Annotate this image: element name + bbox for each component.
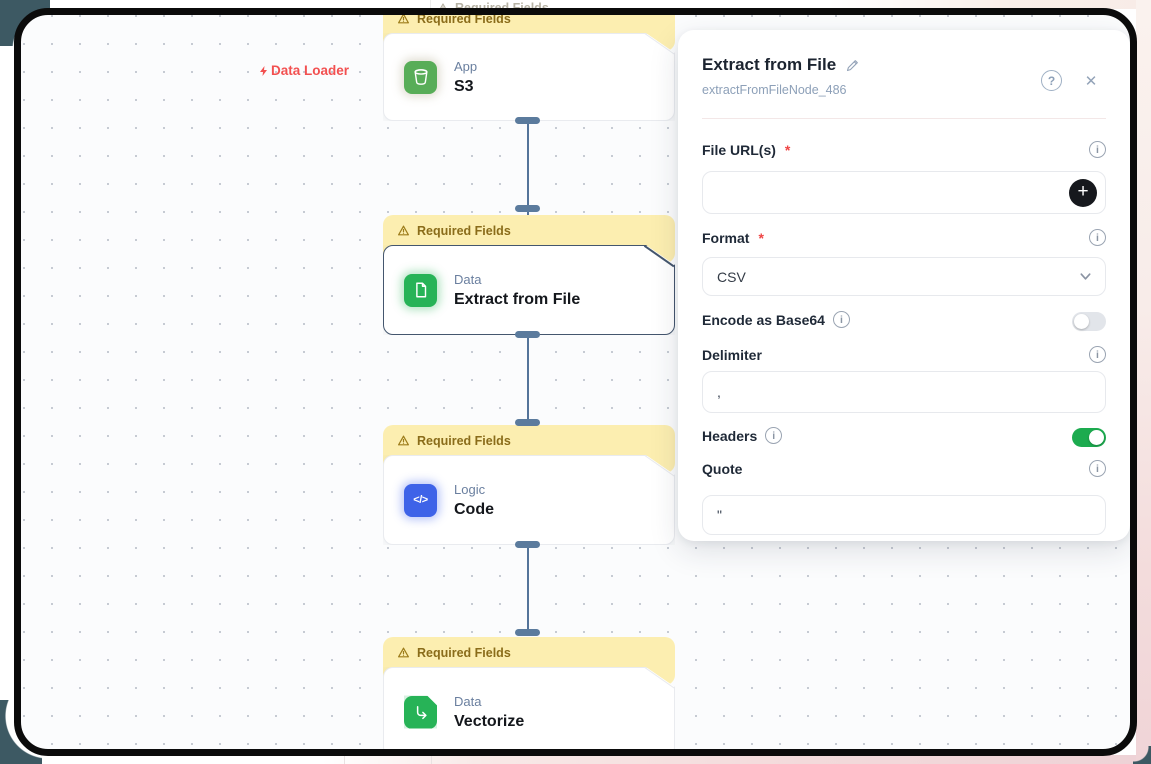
node-category: App: [454, 59, 477, 74]
quote-input[interactable]: [703, 496, 1105, 534]
page-right-strip: [1136, 0, 1151, 764]
close-icon[interactable]: [1081, 71, 1101, 91]
headers-label: Headers: [702, 427, 782, 444]
workflow-node-extract-from-file[interactable]: Data Extract from File: [383, 245, 675, 335]
file-urls-input[interactable]: [703, 172, 1105, 213]
help-icon[interactable]: [1041, 70, 1062, 91]
encode-base64-toggle[interactable]: [1072, 312, 1106, 331]
warning-icon: [397, 15, 410, 25]
warning-icon: [397, 646, 410, 659]
data-loader-label: Data Loader: [258, 63, 349, 78]
info-icon[interactable]: [1089, 229, 1106, 246]
edit-icon[interactable]: [845, 58, 860, 73]
headers-toggle[interactable]: [1072, 428, 1106, 447]
workflow-node-s3[interactable]: App S3: [383, 33, 675, 121]
warning-icon: [397, 434, 410, 447]
file-urls-field: [702, 171, 1106, 214]
edge-connector: [527, 545, 529, 629]
format-select[interactable]: CSV: [702, 257, 1106, 296]
warning-icon: [437, 2, 449, 14]
node-category: Data: [454, 694, 524, 709]
delimiter-label: Delimiter: [702, 347, 762, 363]
panel-title: Extract from File: [702, 55, 836, 75]
node-handle[interactable]: [515, 541, 540, 548]
node-handle[interactable]: [515, 331, 540, 338]
ghost-required-fields-label: Required Fields: [437, 1, 549, 15]
node-title: Extract from File: [454, 291, 580, 309]
page-grid-line: [430, 0, 431, 9]
info-icon[interactable]: [1089, 460, 1106, 477]
node-title: S3: [454, 78, 477, 96]
file-icon: [404, 274, 437, 307]
info-icon[interactable]: [1089, 346, 1106, 363]
edge-connector: [527, 335, 529, 419]
info-icon[interactable]: [833, 311, 850, 328]
node-title: Vectorize: [454, 713, 524, 731]
node-title: Code: [454, 501, 494, 519]
info-icon[interactable]: [765, 427, 782, 444]
page-top-strip: [0, 0, 1151, 9]
plus-icon[interactable]: [1069, 179, 1097, 207]
node-config-panel: Extract from File extractFromFileNode_48…: [678, 30, 1130, 541]
file-urls-label: File URL(s)*: [702, 142, 790, 158]
node-handle[interactable]: [515, 117, 540, 124]
node-category: Data: [454, 272, 580, 287]
node-handle[interactable]: [515, 419, 540, 426]
page-bottom-strip: [0, 755, 1151, 764]
delimiter-input[interactable]: [703, 372, 1105, 412]
code-icon: </>: [404, 484, 437, 517]
bolt-icon: [258, 64, 270, 78]
node-handle[interactable]: [515, 205, 540, 212]
format-label: Format*: [702, 230, 764, 246]
node-handle[interactable]: [515, 629, 540, 636]
quote-field: [702, 495, 1106, 535]
vectorize-icon: [404, 696, 437, 729]
workflow-canvas[interactable]: Data Loader Required Fields App S3 Requi…: [21, 15, 1130, 749]
chevron-down-icon: [1079, 270, 1092, 283]
delimiter-field: [702, 371, 1106, 413]
info-icon[interactable]: [1089, 141, 1106, 158]
node-id: extractFromFileNode_486: [702, 83, 847, 97]
quote-label: Quote: [702, 461, 742, 477]
page-corner-teal-bottom-right: [1133, 746, 1151, 764]
node-category: Logic: [454, 482, 494, 497]
encode-base64-label: Encode as Base64: [702, 311, 850, 328]
page-grid-line: [431, 755, 432, 764]
workflow-node-code[interactable]: </> Logic Code: [383, 455, 675, 545]
edge-connector: [527, 121, 529, 215]
workflow-node-vectorize[interactable]: Data Vectorize: [383, 667, 675, 749]
s3-bucket-icon: [404, 61, 437, 94]
page-grid-line: [344, 755, 345, 764]
warning-icon: [397, 224, 410, 237]
divider: [702, 118, 1106, 119]
